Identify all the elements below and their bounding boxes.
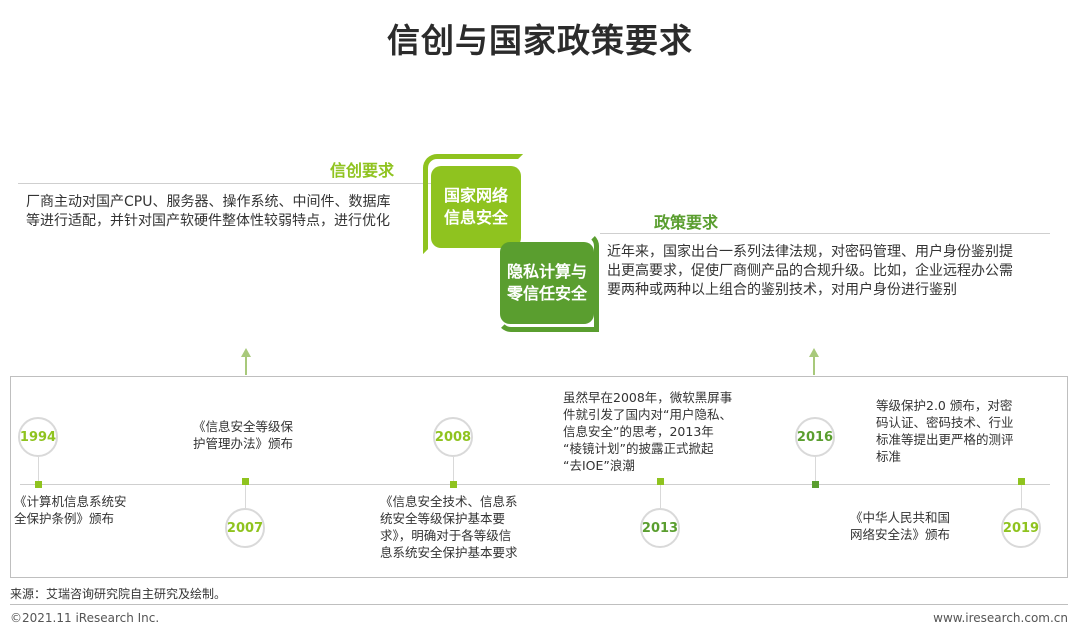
- year-badge-2007: 2007: [225, 508, 265, 548]
- event-2008: 《信息安全技术、信息系 统安全等级保护基本要 求》，明确对于各等级信 息系统安全…: [380, 494, 518, 560]
- year-badge-2013: 2013: [640, 508, 680, 548]
- stem-2008: [453, 457, 454, 484]
- hero-box-network-security: [423, 154, 523, 254]
- stem-2013: [660, 484, 661, 508]
- marker-2013: [657, 478, 664, 485]
- hero-box-network-security-fill: 国家网络 信息安全: [431, 166, 521, 248]
- year-badge-2008: 2008: [433, 417, 473, 457]
- left-section-description: 厂商主动对国产CPU、服务器、操作系统、中间件、数据库 等进行适配，并针对国产软…: [26, 194, 391, 229]
- arrow-up-right: [813, 355, 815, 375]
- arrow-up-left-head: [241, 348, 251, 357]
- left-section-divider: [18, 183, 438, 184]
- event-2016: 等级保护2.0 颁布，对密 码认证、密码技术、行业 标准等提出更严格的测评 标准: [876, 398, 1014, 464]
- right-section-description: 近年来，国家出台一系列法律法规，对密码管理、用户身份鉴别提 出更高要求，促使厂商…: [607, 244, 1013, 298]
- hero-box-privacy-zerotrust-fill: 隐私计算与 零信任安全: [500, 242, 594, 324]
- footer-divider: [10, 604, 1068, 605]
- year-badge-2016: 2016: [795, 417, 835, 457]
- timeline-axis: [20, 484, 1050, 485]
- hero-box-privacy-zerotrust: [497, 232, 599, 332]
- left-section-label: 信创要求: [330, 161, 395, 180]
- marker-2019: [1018, 478, 1025, 485]
- event-2019: 《中华人民共和国 网络安全法》颁布: [850, 510, 951, 542]
- page-title: 信创与国家政策要求: [387, 21, 693, 60]
- stem-1994: [38, 457, 39, 484]
- source-note: 来源：艾瑞咨询研究院自主研究及绘制。: [10, 587, 227, 601]
- footer-website: www.iresearch.com.cn: [933, 611, 1068, 625]
- stem-2007: [245, 484, 246, 508]
- right-section-label: 政策要求: [654, 213, 719, 232]
- year-badge-1994: 1994: [18, 417, 58, 457]
- marker-2007: [242, 478, 249, 485]
- arrow-up-left: [245, 355, 247, 375]
- stem-2019: [1021, 484, 1022, 508]
- event-2013: 虽然早在2008年，微软黑屏事 件就引发了国内对“用户隐私、 信息安全”的思考，…: [563, 390, 733, 473]
- year-badge-2019: 2019: [1001, 508, 1041, 548]
- marker-2008: [450, 481, 457, 488]
- stem-2016: [815, 457, 816, 484]
- timeline-frame: [10, 376, 1068, 578]
- event-1994: 《计算机信息系统安 全保护条例》颁布: [14, 494, 127, 526]
- right-section-divider: [600, 233, 1050, 234]
- marker-2016: [812, 481, 819, 488]
- arrow-up-right-head: [809, 348, 819, 357]
- event-2007: 《信息安全等级保 护管理办法》颁布: [193, 419, 294, 451]
- marker-1994: [35, 481, 42, 488]
- footer-copyright: ©2021.11 iResearch Inc.: [10, 611, 160, 625]
